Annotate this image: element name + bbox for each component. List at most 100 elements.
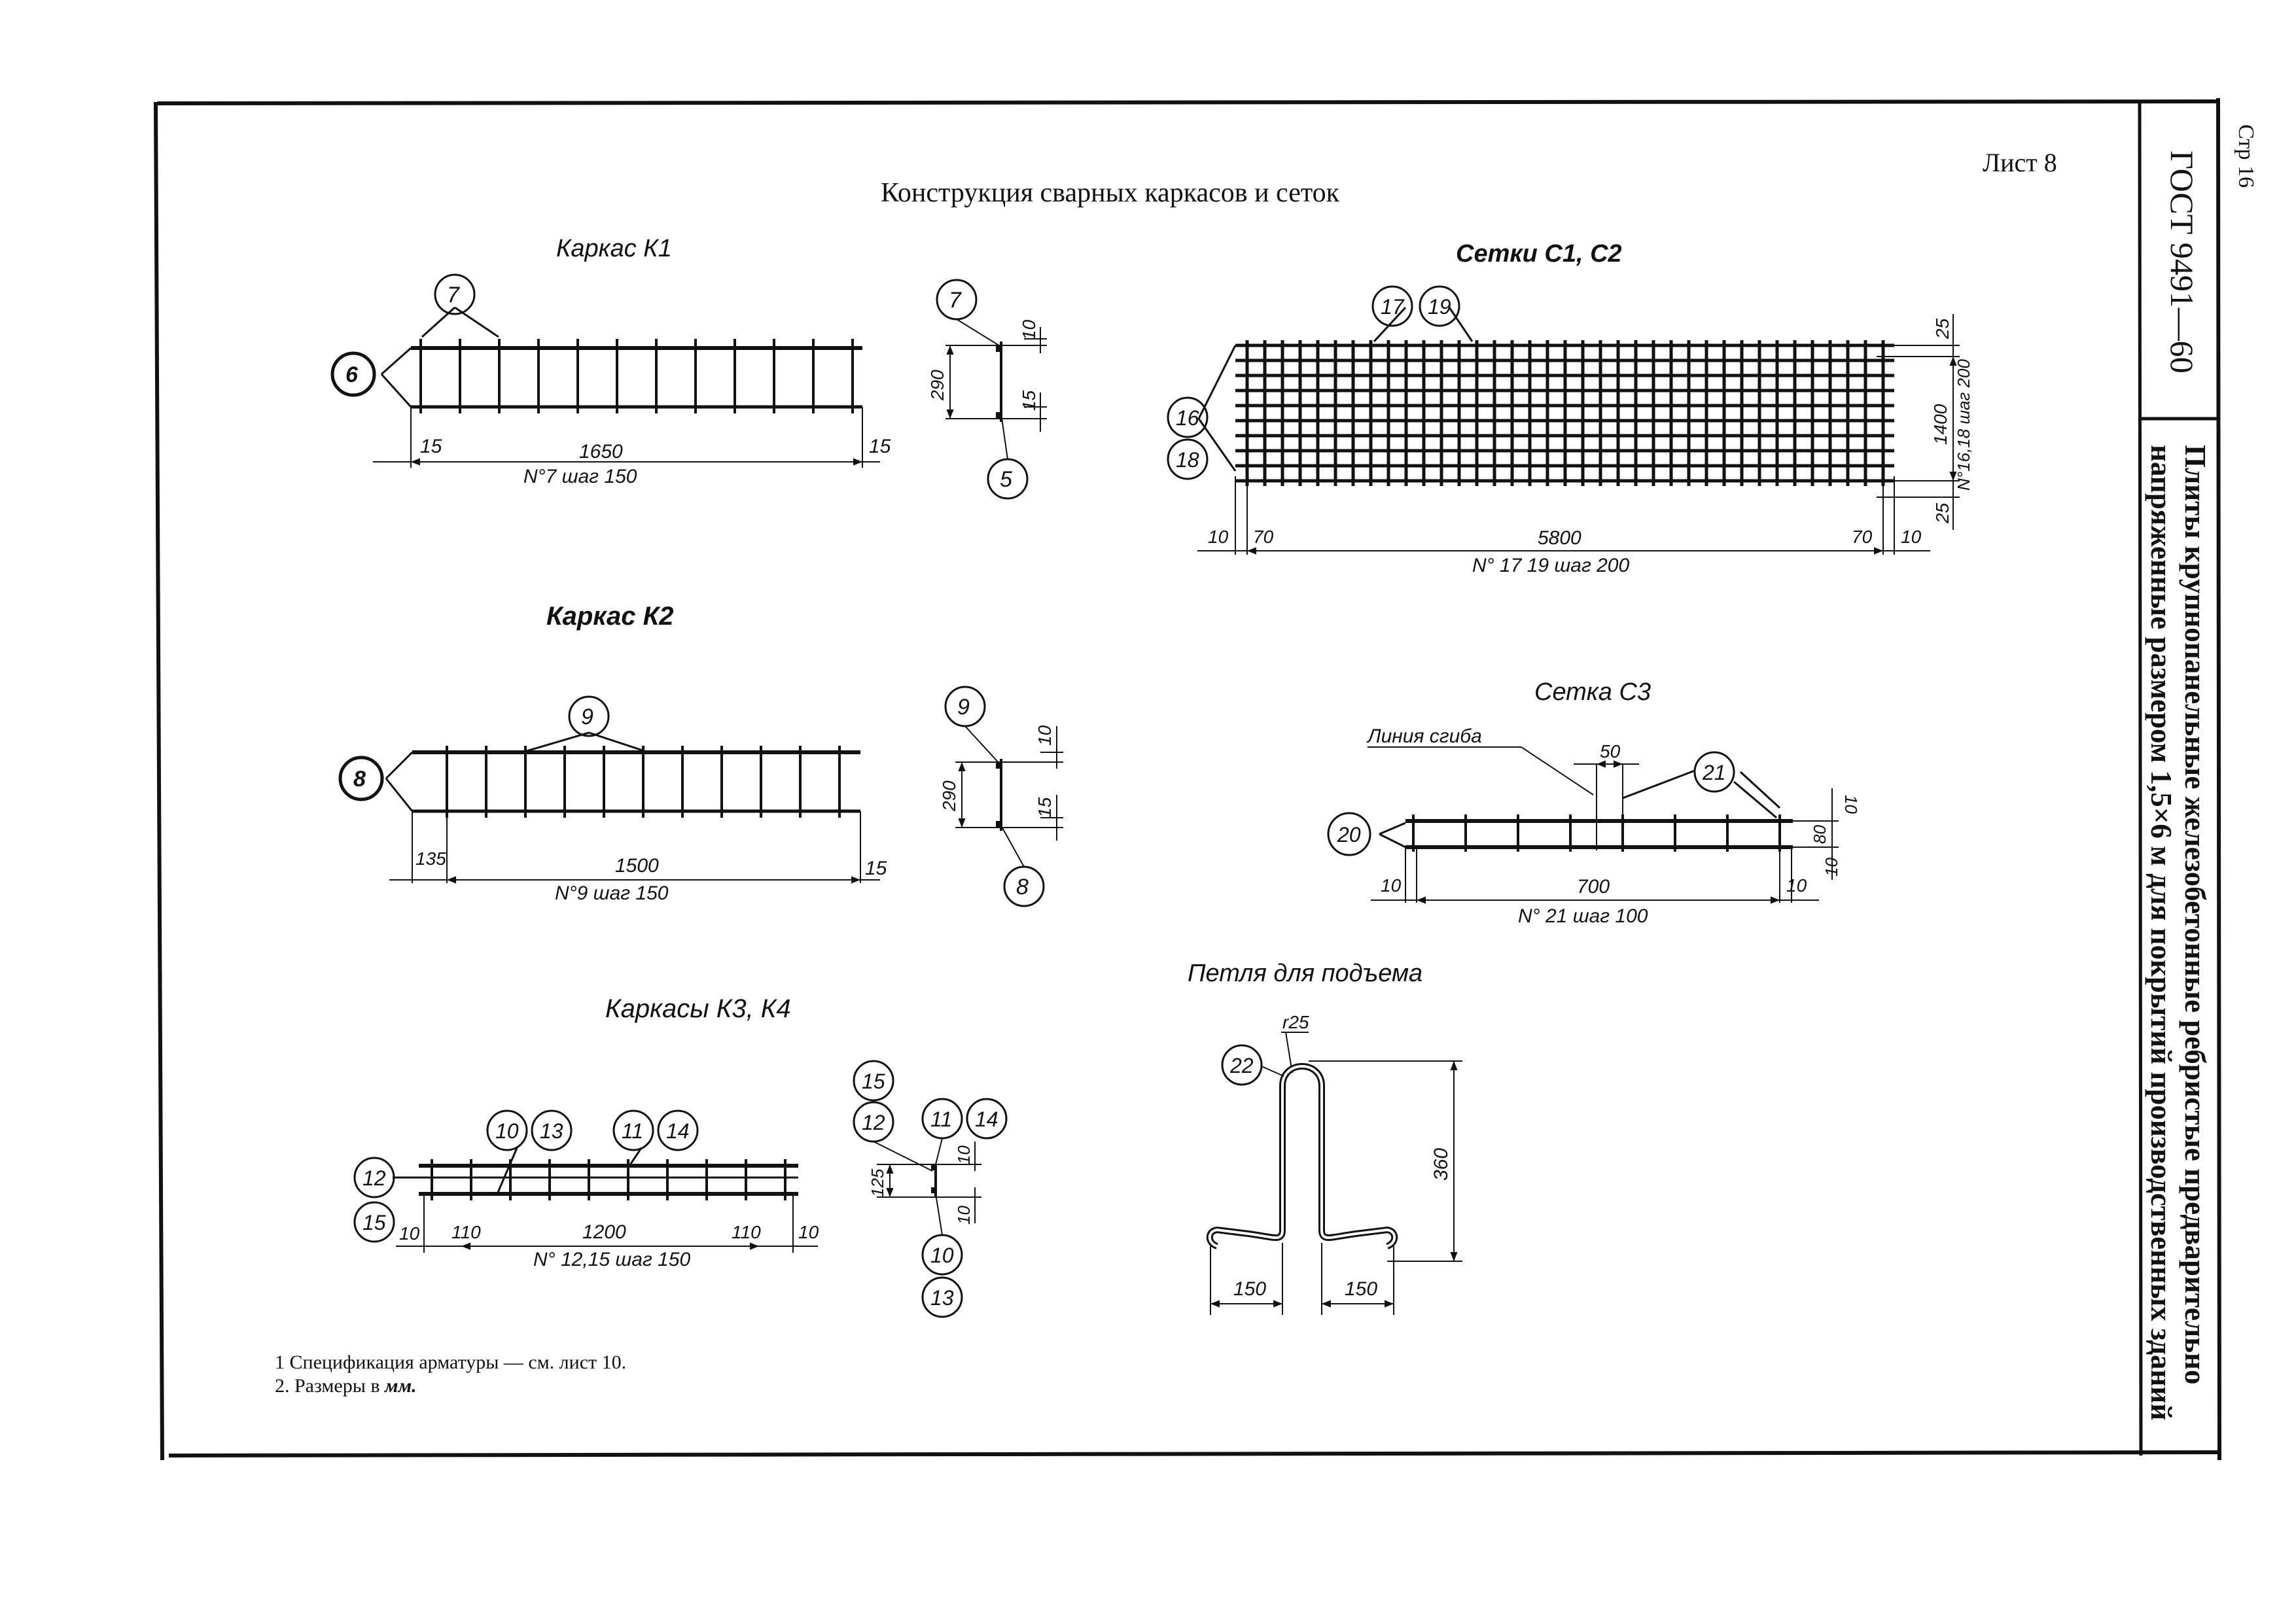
c1c2-dim-70-right: 70 [1852,527,1873,547]
k2-section-marker-9-label: 9 [957,695,970,720]
side-title-line1: Плиты крупнопанельные железобетонные реб… [2179,445,2212,1384]
k3k4-marker-11 [612,1109,654,1151]
c3-dim-10-left: 10 [1381,875,1402,896]
side-title-line2: напряженные размером 1,5×6 м для покрыти… [2145,445,2178,1420]
k3k4-dim-110-left: 110 [451,1222,481,1242]
note-2-unit: мм. [383,1375,417,1397]
c3-bars [1405,814,1793,903]
k1-section-top: 10 [1019,319,1039,340]
k1-section-marker-7-label: 7 [949,288,962,313]
c1c2-dim-10-left: 10 [1208,527,1229,547]
k2-section-bottom: 15 [1034,797,1055,818]
k3k4-section-marker-12-label: 12 [862,1111,885,1134]
c1c2-marker-16-label: 16 [1176,406,1199,430]
drawing-frame [154,97,2222,1461]
note-2-prefix: 2. Размеры в [275,1375,385,1397]
c1c2-drawing: Сетки С1, С2 17 19 16 18 10 70 5800 70 1… [1167,240,1973,576]
k3k4-marker-10 [486,1109,528,1151]
c1c2-title: Сетки С1, С2 [1456,240,1622,268]
k3k4-dim-main: 1200 [582,1221,626,1243]
c3-dim-main: 700 [1577,876,1610,898]
c3-dim-height: 80 [1810,825,1829,844]
k3k4-marker-13 [531,1109,573,1151]
loop-marker-22-label: 22 [1229,1054,1254,1077]
k3k4-marker-14 [657,1109,699,1151]
k1-title: Каркас К1 [556,235,672,262]
k3k4-section-marker-14-label: 14 [975,1108,998,1131]
c3-marker-21 [1693,751,1735,793]
k2-section-marker-8-label: 8 [1016,875,1029,899]
c3-marker-20 [1327,812,1371,856]
loop-radius: r25 [1282,1012,1309,1032]
k1-marker-6-label: 6 [345,362,359,387]
k1-marker-6 [330,351,376,397]
k2-section: 9 8 290 10 15 [939,686,1063,907]
k1-section: 7 5 290 10 15 [927,279,1047,500]
k2-marker-8-label: 8 [353,767,366,792]
c3-dim-top: 10 [1841,795,1861,814]
c1c2-marker-17-label: 17 [1381,295,1405,319]
k1-dim-right: 15 [869,436,891,457]
c1c2-dim-height: 1400 [1930,404,1951,445]
loop-marker-22 [1221,1044,1263,1086]
c3-marker-20-label: 20 [1337,823,1361,846]
k3k4-section-marker-13 [921,1276,963,1318]
loop-dim-right-foot: 150 [1345,1278,1377,1300]
loop-drawing: Петля для подъема r25 22 360 150 150 [1188,960,1462,1315]
k2-drawing: Каркас К2 9 8 135 1500 [338,602,887,904]
loop-dim-height: 360 [1430,1148,1452,1181]
c1c2-dim-top: 25 [1932,318,1952,340]
note-1: 1 Спецификация арматуры — см. лист 10. [275,1352,626,1373]
k3k4-marker-15 [353,1201,395,1243]
k1-section-marker-5-label: 5 [1000,467,1012,492]
k3k4-dim-10-right: 10 [798,1222,819,1242]
k3k4-section-marker-15 [853,1060,894,1102]
c1c2-marker-17 [1371,285,1413,327]
k3k4-section-marker-15-label: 15 [862,1070,885,1093]
k3k4-title: Каркасы К3, К4 [605,994,791,1023]
k3k4-section-height: 125 [868,1168,887,1197]
k3k4-dim-110-right: 110 [732,1222,761,1242]
c3-dim-fold: 50 [1600,741,1621,761]
k3k4-section-marker-10-label: 10 [930,1244,954,1267]
loop-dim-left-foot: 150 [1233,1278,1266,1300]
k3k4-section: 15 12 11 14 10 13 125 10 10 [853,1060,1008,1318]
k3k4-dim-10-left: 10 [399,1223,420,1244]
gost-code: ГОСТ 9491—60 [2164,150,2200,374]
c1c2-marker-18-label: 18 [1176,448,1199,472]
c1c2-marker-16 [1167,396,1209,438]
k2-title: Каркас К2 [546,602,673,631]
k2-caption: N°9 шаг 150 [555,882,669,904]
loop-rod [1206,1063,1398,1249]
c1c2-marker-18 [1167,438,1209,480]
k1-section-bottom: 15 [1019,390,1039,411]
k1-caption: N°7 шаг 150 [523,466,637,487]
k2-dim-main: 1500 [615,855,659,877]
k3k4-drawing: Каркасы К3, К4 10 13 11 14 [353,994,819,1270]
k3k4-section-marker-13-label: 13 [930,1286,954,1310]
k3k4-marker-10-label: 10 [495,1119,519,1143]
k1-marker-7-label: 7 [447,283,460,307]
k1-bars [410,339,863,468]
c3-drawing: Сетка С3 Линия сгиба 50 [1327,678,1861,927]
c1c2-dim-main: 5800 [1538,527,1581,549]
k2-marker-8 [338,756,384,801]
k3k4-section-top: 10 [954,1145,974,1164]
c1c2-grid [1235,340,1894,486]
c1c2-marker-19 [1419,285,1460,327]
k3k4-section-bottom: 10 [954,1206,974,1225]
k3k4-marker-12 [353,1157,395,1198]
k2-marker-9 [568,695,610,737]
c1c2-dim-bottom: 25 [1932,502,1952,524]
k1-drawing: Каркас К1 7 6 15 1650 [330,235,891,487]
k3k4-marker-13-label: 13 [540,1119,563,1143]
k2-bars [412,746,861,883]
c1c2-dim-70-left: 70 [1253,527,1274,547]
k3k4-section-marker-14 [966,1098,1008,1140]
loop-title: Петля для подъема [1188,960,1422,987]
k3k4-caption: N° 12,15 шаг 150 [533,1249,690,1270]
k2-dim-right: 15 [865,858,887,879]
k3k4-section-marker-11-label: 11 [930,1108,952,1131]
k2-section-height: 290 [939,780,959,812]
